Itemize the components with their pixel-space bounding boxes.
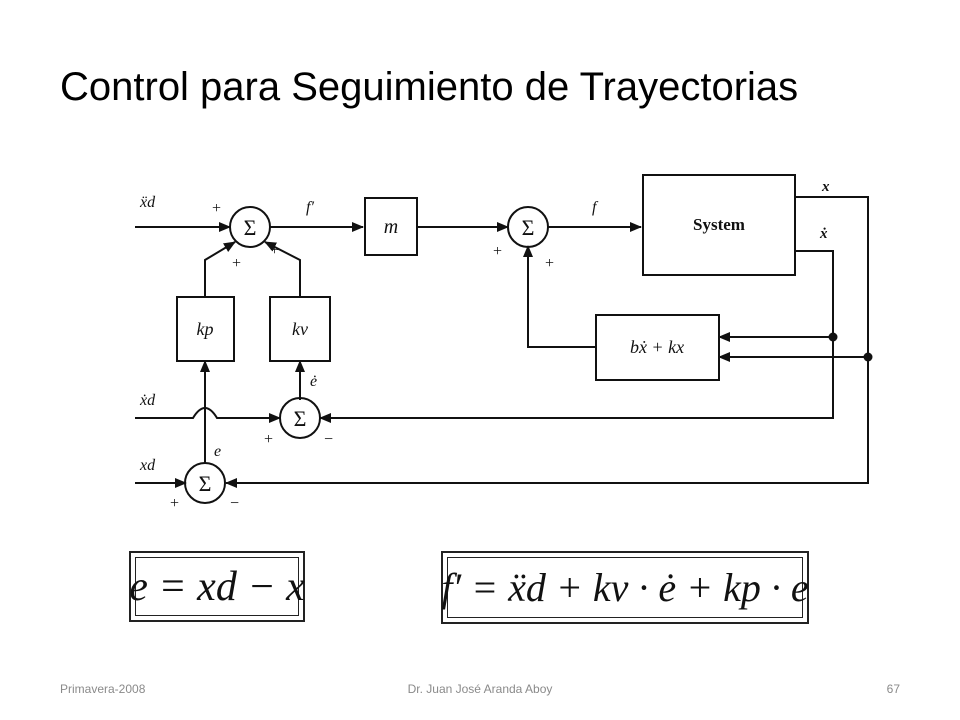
signal-f-label: f [592,199,599,216]
signal-xddot-label: ẋd [139,392,156,409]
sign-s1-right: + [270,242,279,259]
sign-s2-right: + [545,255,554,272]
slide-title: Control para Seguimiento de Trayectorias [60,65,799,109]
signal-edot-label: ė [310,373,317,390]
junction-dot-x [863,352,873,362]
kp-label: kp [197,319,214,339]
sign-s1-top: + [212,200,221,217]
summer-1-symbol: Σ [244,215,257,240]
summer-2-symbol: Σ [522,215,535,240]
kv-label: kv [292,319,308,339]
control-equation-box: f′ = ẍd + kv · ė + kp · e [441,551,809,624]
signal-e-label: e [214,443,221,460]
sign-s4-minus: − [230,495,239,512]
control-equation: f′ = ẍd + kv · ė + kp · e [441,564,809,610]
sign-s1-left: + [232,255,241,272]
footer-center: Dr. Juan José Aranda Aboy [407,682,553,696]
signal-fprime-label: f′ [306,199,314,216]
footer-page-number: 67 [886,682,900,696]
signal-x-label: x [821,179,830,195]
sign-s3-plus: + [264,431,273,448]
junction-dot-xdot [828,332,838,342]
signal-xdd-label: ẍd [139,194,156,211]
feedback-label: bẋ + kx [630,337,684,357]
signal-xdot-label: ẋ [819,226,828,242]
error-equation-box: e = xd − x [129,551,305,622]
system-label: System [693,215,745,234]
sign-s3-minus: − [324,431,333,448]
footer-left: Primavera-2008 [60,682,146,696]
sign-s4-plus: + [170,495,179,512]
error-equation: e = xd − x [129,563,305,610]
summer-4-symbol: Σ [199,471,212,496]
summer-3-symbol: Σ [294,406,307,431]
gain-m-label: m [384,216,398,238]
signal-xd-label: xd [139,457,156,474]
sign-s2-left: + [493,243,502,260]
